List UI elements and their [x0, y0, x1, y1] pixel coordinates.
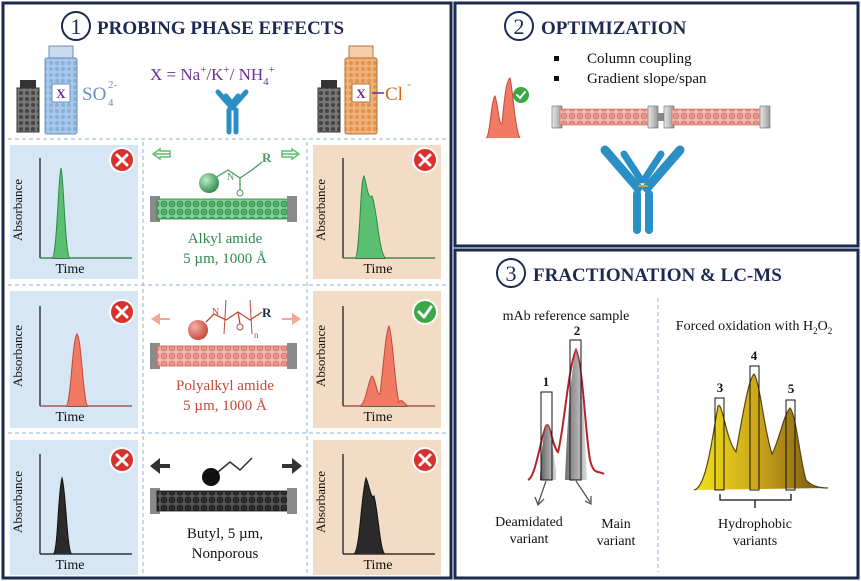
row1-column-line2: 5 µm, 1000 Å: [183, 251, 267, 267]
antibody-large-icon: [600, 145, 685, 234]
peak-salmon-left: [40, 333, 132, 407]
svg-text:Cl: Cl: [385, 84, 403, 105]
hydrophobic-line1: Hydrophobic: [718, 517, 792, 532]
peak-dark-right: [343, 476, 435, 555]
peak-label-1: 1: [543, 374, 550, 389]
peak-dark-left: [40, 476, 132, 555]
reference-chromatogram: 1 2: [527, 323, 605, 507]
cation-formula: X = Na+/K+/ NH4+: [150, 64, 275, 88]
axis-x-label: Time: [363, 410, 392, 425]
peak-label-5: 5: [788, 381, 795, 396]
axis-x-label: Time: [55, 558, 84, 573]
svg-text:N: N: [227, 172, 234, 183]
bottle-grey-right: [317, 80, 341, 133]
panel-1-dividers: [8, 138, 447, 575]
main-line1: Main: [601, 517, 631, 532]
bullet-column-coupling: Column coupling: [587, 51, 692, 67]
badge-x-r3-left: [109, 447, 135, 473]
peak-label-2: 2: [574, 323, 581, 338]
badge-x-r1-right: [412, 147, 438, 173]
peak-green-left: [40, 167, 132, 259]
badge-check-r2-right: [412, 299, 438, 325]
peak-label-3: 3: [717, 380, 724, 395]
svg-text:R: R: [262, 305, 272, 320]
deamidated-line2: variant: [510, 532, 549, 547]
svg-text:X = Na+/K+/ NH4+: X = Na+/K+/ NH4+: [150, 64, 275, 88]
row1-column: [150, 196, 297, 222]
row3-column-line2: Nonporous: [192, 546, 259, 562]
axis-x-label: Time: [55, 410, 84, 425]
panel-1-header: 1 PROBING PHASE EFFECTS: [61, 11, 344, 41]
svg-text:R: R: [262, 150, 272, 165]
axis-x-label: Time: [363, 558, 392, 573]
row2-column-line1: Polyalkyl amide: [176, 378, 274, 394]
badge-x-r1-left: [109, 147, 135, 173]
peak-salmon-right: [343, 324, 435, 407]
row2-arrows: [151, 313, 301, 325]
bottle-orange-x: X: [356, 86, 366, 101]
panel-2-bullets: Column coupling Gradient slope/span: [554, 51, 707, 87]
sulfate-label: SO 4 2-: [82, 79, 118, 109]
axis-x-label: Time: [55, 262, 84, 277]
axis-x-label: Time: [363, 262, 392, 277]
bullet-gradient: Gradient slope/span: [587, 71, 707, 87]
peak-label-4: 4: [751, 348, 758, 363]
axis-y-label: Absorbance: [313, 325, 328, 387]
svg-text:n: n: [254, 330, 259, 340]
bottle-grey-left: [16, 80, 40, 133]
row1-arrows: [151, 147, 301, 161]
panel-3-number: 3: [506, 261, 517, 286]
row2-column-line2: 5 µm, 1000 Å: [183, 398, 267, 414]
antibody-icon: [215, 89, 249, 135]
coupled-columns: [551, 105, 771, 129]
reference-sample-title: mAb reference sample: [503, 309, 630, 324]
chloride-label: Cl -: [372, 77, 411, 105]
main-line2: variant: [597, 534, 636, 549]
svg-text:SO: SO: [82, 84, 106, 105]
panel-1-number-circle: [61, 11, 91, 41]
svg-text:2-: 2-: [108, 79, 118, 91]
bottle-blue: X: [44, 45, 78, 135]
panel-2-title: OPTIMIZATION: [541, 18, 687, 39]
row1-column-line1: Alkyl amide: [188, 231, 263, 247]
oxidation-title: Forced oxidation with H2O2: [676, 319, 832, 336]
svg-text:4: 4: [108, 97, 114, 109]
optimized-peak: [485, 77, 529, 139]
axis-y-label: Absorbance: [10, 471, 25, 533]
badge-x-r3-right: [412, 447, 438, 473]
bottle-orange: X: [344, 45, 378, 135]
axis-y-label: Absorbance: [313, 179, 328, 241]
row2-column: [150, 343, 297, 369]
row3-column: [150, 488, 297, 514]
panel-2-header: 2 OPTIMIZATION: [504, 11, 687, 41]
row2-ligand: N n R: [188, 299, 272, 340]
panel-2-number: 2: [514, 14, 525, 39]
panel-3-title: FRACTIONATION & LC-MS: [533, 265, 782, 286]
row3-ligand: [202, 457, 253, 486]
panel-1-number: 1: [71, 14, 82, 39]
peak-green-right: [343, 175, 435, 259]
row3-arrows: [150, 458, 302, 474]
badge-x-r2-left: [109, 299, 135, 325]
bottle-blue-x: X: [56, 86, 66, 101]
axis-y-label: Absorbance: [10, 325, 25, 387]
axis-y-label: Absorbance: [10, 179, 25, 241]
axis-y-label: Absorbance: [313, 471, 328, 533]
hydrophobic-line2: variants: [733, 534, 777, 549]
svg-text:-: -: [407, 77, 411, 91]
row3-column-line1: Butyl, 5 µm,: [187, 526, 263, 542]
oxidized-chromatogram: 3 4 5: [693, 348, 829, 508]
panel-3-header: 3 FRACTIONATION & LC-MS: [496, 258, 782, 288]
row1-ligand: N R: [199, 150, 272, 197]
deamidated-line1: Deamidated: [495, 515, 563, 530]
panel-1-title: PROBING PHASE EFFECTS: [97, 18, 344, 39]
svg-text:N: N: [212, 307, 219, 318]
